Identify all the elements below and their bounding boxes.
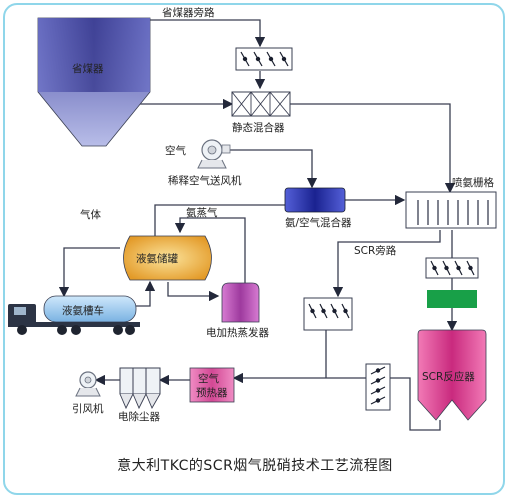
economizer	[37, 17, 151, 147]
liquid-ammonia-tank	[123, 235, 212, 281]
ammonia-truck-label: 液氨槽车	[62, 304, 104, 317]
ammonia-injection-grid	[405, 191, 497, 229]
ammonia-air-mixer-label: 氨/空气混合器	[285, 216, 352, 229]
scr-bypass-label: SCR旁路	[354, 244, 397, 257]
ammonia-truck	[8, 295, 140, 335]
ammonia-air-mixer	[284, 187, 346, 213]
gas-label: 气体	[80, 208, 101, 221]
ammonia-grid-label: 喷氨栅格	[452, 176, 494, 189]
static-mixer-label: 静态混合器	[232, 121, 285, 134]
air-preheater-label-line1: 空气	[198, 372, 219, 385]
grid-damper	[425, 257, 479, 279]
scr-bypass-damper	[303, 297, 353, 331]
outlet-damper	[365, 363, 391, 411]
caption: 意大利TKC的SCR烟气脱硝技术工艺流程图	[117, 458, 393, 474]
scr-reactor	[417, 329, 487, 421]
bypass-damper	[235, 47, 293, 71]
green-block	[427, 290, 477, 308]
air-preheater	[189, 367, 235, 403]
economizer-label: 省煤器	[72, 62, 104, 75]
economizer-bypass-label: 省煤器旁路	[162, 6, 215, 19]
fan-icon	[197, 139, 231, 169]
induced-fan-icon	[75, 371, 101, 397]
air-label: 空气	[165, 144, 186, 157]
dilution-fan-label: 稀释空气送风机	[168, 174, 242, 187]
precipitator-label: 电除尘器	[118, 410, 160, 423]
electric-evaporator-label: 电加热蒸发器	[206, 326, 269, 339]
induced-fan-label: 引风机	[72, 402, 104, 415]
liquid-ammonia-tank-label: 液氨储罐	[136, 252, 178, 265]
ammonia-vapor-label: 氨蒸气	[186, 206, 218, 219]
electric-evaporator	[221, 282, 260, 323]
static-mixer	[231, 91, 291, 117]
air-preheater-label-line2: 预热器	[196, 386, 228, 399]
electrostatic-precipitator	[119, 367, 161, 410]
scr-reactor-label: SCR反应器	[422, 370, 475, 383]
